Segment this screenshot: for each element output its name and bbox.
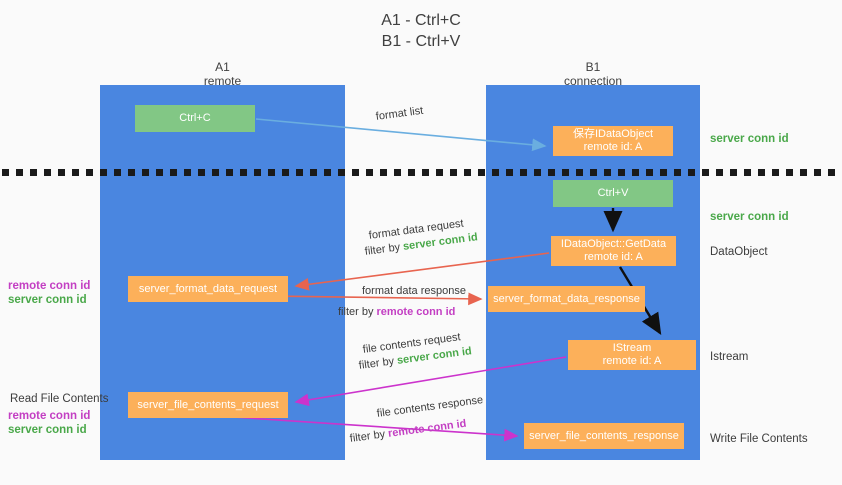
label-dataobject: DataObject bbox=[710, 246, 768, 258]
lane-b1-name: B1 bbox=[585, 60, 601, 74]
flow-label-format-data-response-filter: filter by remote conn id bbox=[338, 305, 455, 320]
box-ctrl-v[interactable]: Ctrl+V bbox=[553, 180, 673, 207]
box-ctrl-c[interactable]: Ctrl+C bbox=[135, 105, 255, 132]
label-remote-conn-id-1: remote conn id bbox=[8, 280, 91, 292]
filter-prefix-3: filter by bbox=[358, 354, 398, 372]
label-server-conn-id-top: server conn id bbox=[710, 133, 789, 145]
box-server-format-data-response[interactable]: server_format_data_response bbox=[488, 286, 645, 312]
box-server-file-contents-response[interactable]: server_file_contents_response bbox=[524, 423, 684, 449]
flow-label-format-data-response: format data response bbox=[362, 285, 466, 297]
title-line-2: B1 - Ctrl+V bbox=[381, 33, 461, 50]
box-istream[interactable]: IStream remote id: A bbox=[568, 340, 696, 370]
label-conn-ids-file: remote conn id server conn id bbox=[8, 409, 90, 437]
box-server-format-data-request[interactable]: server_format_data_request bbox=[128, 276, 288, 302]
filter-prefix-4: filter by bbox=[349, 427, 389, 445]
label-istream: Istream bbox=[710, 351, 749, 363]
flow-label-file-contents-response: file contents response bbox=[376, 394, 484, 420]
label-write-file-contents: Write File Contents bbox=[710, 433, 808, 445]
filter-prefix-2: filter by bbox=[338, 306, 377, 318]
box-idataobject-getdata[interactable]: IDataObject::GetData remote id: A bbox=[551, 236, 676, 266]
label-server-conn-id-mid: server conn id bbox=[710, 211, 789, 223]
lane-header-b1: B1 connection bbox=[486, 60, 700, 88]
box-server-file-contents-request[interactable]: server_file_contents_request bbox=[128, 392, 288, 418]
filter-value-remote-conn-id-1: remote conn id bbox=[376, 306, 456, 318]
label-remote-conn-id-2: remote conn id bbox=[8, 410, 91, 422]
flow-label-format-list: format list bbox=[375, 104, 424, 123]
diagram-title: A1 - Ctrl+C B1 - Ctrl+V bbox=[0, 10, 842, 52]
label-server-conn-id-1: server conn id bbox=[8, 294, 87, 306]
flow-label-file-contents-response-filter: filter by remote conn id bbox=[349, 417, 467, 447]
label-server-conn-id-2: server conn id bbox=[8, 424, 87, 436]
label-read-file-contents: Read File Contents bbox=[10, 393, 109, 405]
lane-header-a1: A1 remote bbox=[100, 60, 345, 88]
lane-a1-sub: remote bbox=[203, 74, 242, 88]
box-save-idataobject[interactable]: 保存IDataObject remote id: A bbox=[553, 126, 673, 156]
label-conn-ids-format: remote conn id server conn id bbox=[8, 279, 90, 307]
lane-a1-name: A1 bbox=[215, 60, 230, 74]
phase-divider bbox=[2, 169, 840, 176]
title-line-1: A1 - Ctrl+C bbox=[381, 12, 461, 29]
lane-b1-sub: connection bbox=[563, 74, 623, 88]
filter-prefix-1: filter by bbox=[364, 240, 404, 258]
filter-value-remote-conn-id-2: remote conn id bbox=[387, 417, 468, 440]
